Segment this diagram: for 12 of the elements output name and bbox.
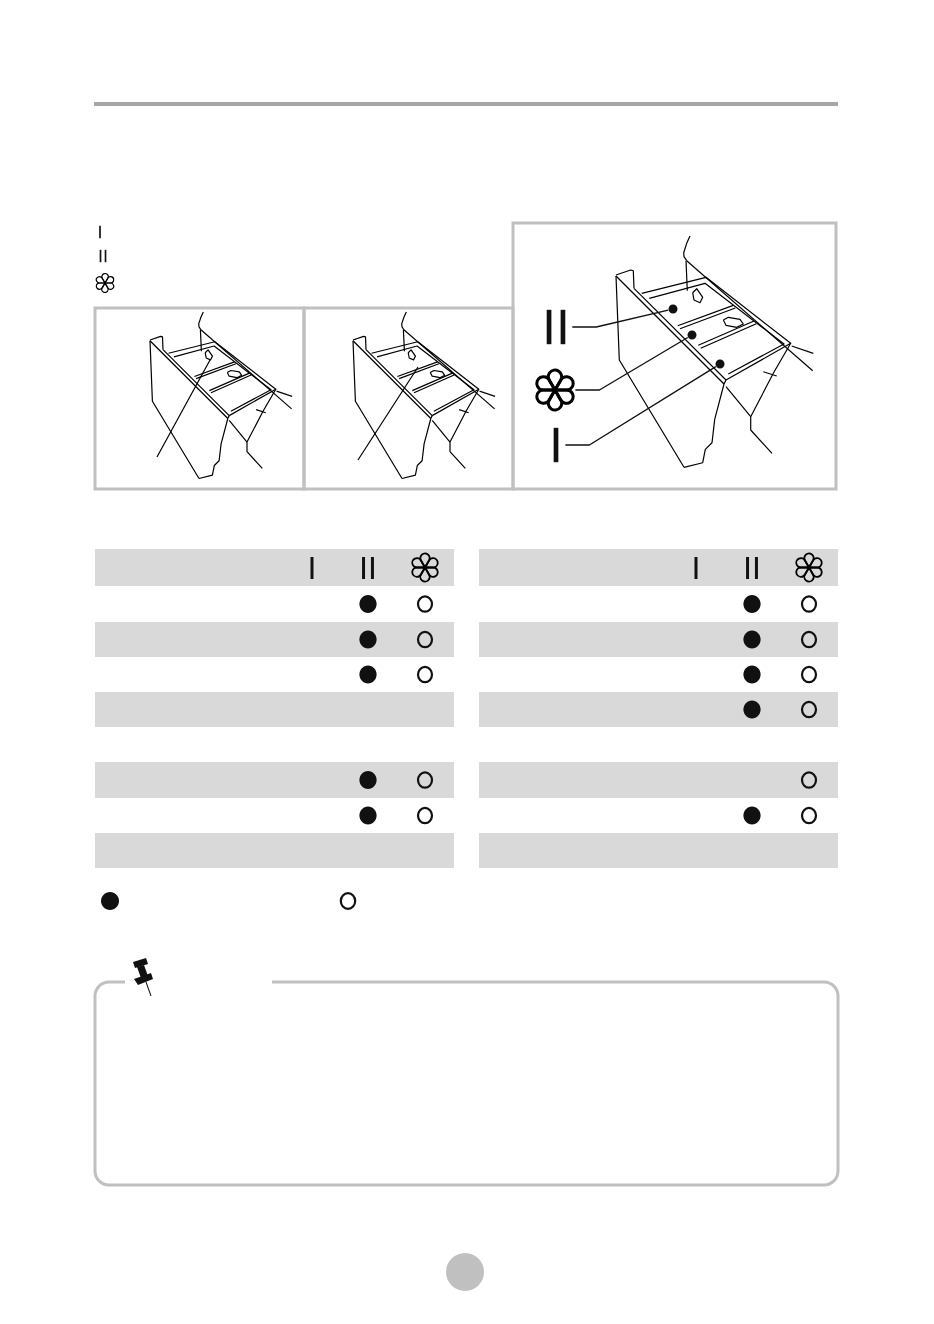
leader-line [564,365,717,446]
compartment-numeral: II [546,309,566,345]
flower-icon [535,368,575,412]
column-heading: I [310,557,314,579]
leader-line [571,309,669,328]
symbol-label: I [99,225,101,239]
column-heading: II [746,557,758,579]
leader-line [574,336,689,391]
column-heading: I [694,557,698,579]
column-heading: II [362,557,374,579]
symbol-label: II [99,249,107,263]
compartment-numeral: I [553,427,559,463]
